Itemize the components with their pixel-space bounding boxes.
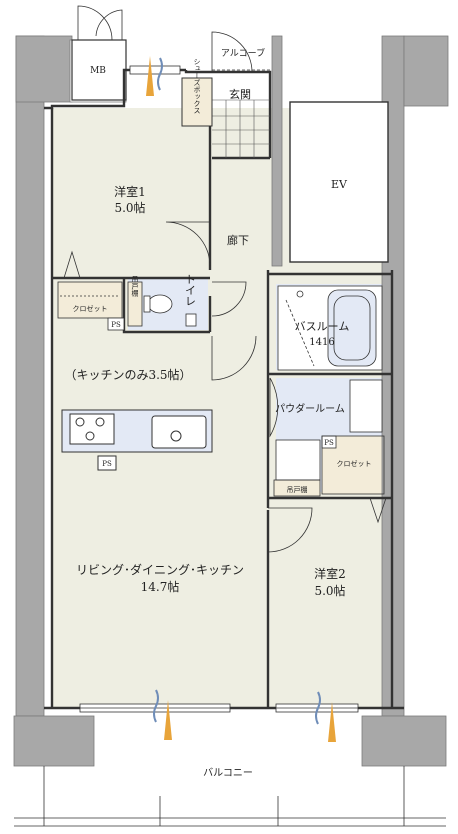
- burner-3-icon: [85, 431, 95, 441]
- western2-size: 5.0帖: [314, 583, 345, 598]
- bathtub-icon: [327, 289, 377, 367]
- hanging-shelf1-label: 吊戸棚: [131, 276, 139, 298]
- toilet-sink-icon: [185, 313, 197, 327]
- wall-ev-left: [271, 35, 283, 267]
- balcony-label: バルコニー: [203, 767, 253, 779]
- vent-flame-ldk-icon: [164, 700, 172, 740]
- western1-name: 洋室1: [114, 184, 146, 199]
- wall-left-top: [15, 35, 73, 103]
- balcony: [14, 766, 446, 827]
- ev-shaft: [289, 101, 389, 263]
- kitchen-counter: [61, 409, 213, 471]
- entrance-wall: [184, 70, 272, 158]
- doors: [63, 31, 387, 553]
- entrance-door: [211, 31, 253, 73]
- ev-label: EV: [331, 178, 348, 191]
- toilet-fixtures: [127, 281, 197, 327]
- kitchen-only-label: （キッチンのみ3.5帖）: [64, 367, 191, 382]
- shoebox-label: シューズボックス: [193, 58, 201, 114]
- burner-2-icon: [95, 417, 105, 427]
- closet1-label: クロゼット: [73, 304, 108, 313]
- ldk-name: リビング･ダイニング･キッチン: [76, 562, 244, 577]
- bathroom-label: バスルーム: [295, 320, 350, 333]
- shoebox-outline: [181, 77, 213, 127]
- labels: MB アルコーブ シューズボックス 玄関 EV 洋室1 5.0帖 廊下 クロゼッ…: [64, 47, 371, 779]
- closet1-fill: [58, 282, 122, 318]
- mb-rect: [71, 39, 127, 101]
- hanging-shelf2-fill: [274, 480, 320, 496]
- faucet-icon: [170, 430, 182, 442]
- room1-door: [165, 221, 211, 267]
- room2-door: [267, 507, 313, 553]
- closet2-door-v: [369, 497, 387, 524]
- closet1: [57, 281, 125, 331]
- vent-air-top-icon: [157, 57, 163, 91]
- mb-door-swing: [77, 5, 113, 41]
- powder-room-label: パウダールーム: [275, 402, 345, 415]
- ps3-box: [97, 455, 117, 471]
- entrance-label: 玄関: [229, 87, 251, 101]
- toilet-door: [211, 281, 247, 317]
- closet1-door-v: [63, 250, 81, 279]
- hanging-shelf2-label: 吊戸棚: [287, 485, 308, 494]
- mb-label: MB: [90, 66, 106, 76]
- burner-1-icon: [75, 417, 85, 427]
- bath-size-label: 1416: [309, 337, 334, 348]
- hanging-shelf2-box: [273, 479, 321, 497]
- ldk-size: 14.7帖: [141, 579, 180, 594]
- wall-balcony-left: [13, 715, 95, 767]
- ps1-label: PS: [111, 321, 121, 329]
- corridor-label: 廊下: [227, 233, 249, 247]
- wall-right-top: [403, 35, 449, 107]
- closet1-outline: [57, 281, 123, 319]
- ps2-label: PS: [324, 439, 334, 447]
- mb-box: [71, 5, 127, 101]
- vent-air-room2-icon: [315, 691, 321, 725]
- top-window: [129, 65, 181, 75]
- closet2-outline: [321, 435, 385, 495]
- vent-flame-room2-icon: [328, 702, 336, 742]
- alcove-label: アルコーブ: [221, 47, 265, 59]
- ps3-label: PS: [102, 460, 112, 468]
- vent-markers: [146, 56, 336, 742]
- powder-door: [269, 377, 279, 438]
- bathtub-inner-icon: [333, 295, 371, 361]
- counter-outline: [61, 409, 213, 453]
- western1-size: 5.0帖: [114, 200, 145, 215]
- vent-air-ldk-icon: [153, 689, 159, 723]
- bathroom-fixtures: [277, 285, 383, 371]
- washer-icon: [275, 439, 321, 481]
- hanging-shelf1-box: [127, 281, 143, 327]
- ps1-box: [107, 317, 125, 331]
- window-room1-top: [129, 65, 181, 75]
- shoebox-fill: [182, 78, 212, 126]
- toilet-bowl-icon: [147, 294, 173, 314]
- closet2-label: クロゼット: [337, 459, 372, 468]
- mb-door-swing-2: [95, 9, 123, 40]
- elevator: [289, 101, 389, 263]
- toilet-tank-icon: [143, 295, 151, 313]
- wall-left-outer: [15, 35, 45, 717]
- entrance-tiles: [181, 77, 270, 158]
- toilet-label: トイレ: [184, 274, 197, 307]
- ldk-door: [211, 335, 257, 381]
- bath-partition: [285, 299, 315, 367]
- shower-icon: [296, 290, 304, 298]
- toilet-wall: [122, 278, 210, 334]
- western2-name: 洋室2: [314, 566, 346, 581]
- vent-flame-top-icon: [146, 56, 154, 96]
- vanity-icon: [349, 379, 383, 433]
- powder-fixtures: [273, 379, 385, 497]
- wall-balcony-right: [361, 715, 447, 767]
